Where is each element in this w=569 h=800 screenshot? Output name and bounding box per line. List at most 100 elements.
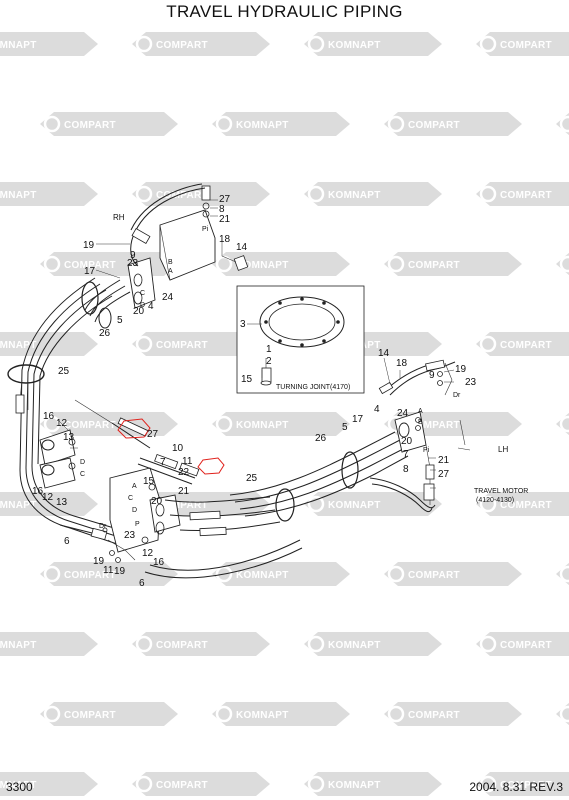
callout-1: 1: [266, 344, 272, 355]
callout-lh-19: 19: [455, 364, 467, 375]
callout-lh-27: 27: [438, 469, 450, 480]
watermark-tile: KOMNAPT: [554, 560, 569, 588]
note-pi-lh: Pi: [423, 447, 430, 454]
port-a-center: A: [132, 483, 137, 490]
page-number: 3300: [6, 780, 33, 794]
svg-text:KOMNAPT: KOMNAPT: [328, 780, 381, 791]
watermark-layer: KOMNAPT COMPART KOMNAPT COMPART COMPART KOMNA…: [0, 30, 569, 798]
watermark-tile: KOMNAPT: [210, 560, 352, 588]
callout-lh-23: 23: [465, 377, 477, 388]
svg-text:KOMNAPT: KOMNAPT: [328, 190, 381, 201]
svg-text:COMPART: COMPART: [156, 780, 208, 791]
callout-21: 21: [219, 214, 231, 225]
svg-text:KOMNAPT: KOMNAPT: [0, 500, 37, 511]
callout-2: 2: [266, 356, 272, 367]
svg-text:COMPART: COMPART: [500, 190, 552, 201]
callout-lh-26: 26: [315, 433, 327, 444]
callout-c-11b: 11: [103, 565, 114, 576]
svg-text:KOMNAPT: KOMNAPT: [0, 640, 37, 651]
highlight-hexagon-right: [197, 457, 225, 475]
watermark-tile: COMPART: [38, 560, 180, 588]
svg-text:KOMNAPT: KOMNAPT: [236, 420, 289, 431]
callout-c-6a: 6: [64, 536, 70, 547]
rh-valve-block: [127, 185, 249, 309]
callout-lh-21: 21: [438, 455, 450, 466]
watermark-tile: KOMNAPT: [554, 700, 569, 728]
watermark-tile: KOMNAPT: [210, 700, 352, 728]
callout-c-16c: 16: [153, 557, 165, 568]
note-turning-joint: TURNING JOINT(4170): [276, 384, 350, 391]
port-c-left: C: [80, 471, 85, 478]
lh-clamp-b: [341, 451, 359, 489]
callout-24: 24: [162, 292, 174, 303]
svg-text:COMPART: COMPART: [408, 710, 460, 721]
callout-c-10: 10: [172, 443, 184, 454]
callout-c-12b: 12: [42, 492, 54, 503]
svg-text:KOMNAPT: KOMNAPT: [0, 340, 37, 351]
callout-numbers: 27 8 21 18 14 19 23 9 17 24 4 20 5 26 25…: [32, 194, 477, 589]
callout-c-19a: 19: [93, 556, 105, 567]
watermark-tile: KOMNAPT: [554, 250, 569, 278]
svg-text:COMPART: COMPART: [500, 40, 552, 51]
watermark-tile: COMPART: [382, 410, 524, 438]
callout-4: 4: [148, 301, 154, 312]
callout-c-16b: 16: [32, 486, 44, 497]
drain-hoses: [59, 524, 136, 563]
callout-c-12c: 12: [142, 548, 154, 559]
callout-25: 25: [58, 366, 70, 377]
callout-c-13a: 13: [63, 432, 75, 443]
svg-text:COMPART: COMPART: [156, 40, 208, 51]
callout-c-27: 27: [147, 429, 159, 440]
watermark-tile: KOMNAPT: [0, 330, 100, 358]
callout-lh-5: 5: [342, 422, 348, 433]
callout-c-19b: 19: [114, 566, 126, 577]
watermark-tile: COMPART: [474, 330, 569, 358]
svg-text:COMPART: COMPART: [64, 710, 116, 721]
svg-text:COMPART: COMPART: [156, 500, 208, 511]
watermark-tile: KOMNAPT: [302, 630, 444, 658]
port-c-rh: C: [140, 290, 145, 297]
callout-c-21: 21: [178, 486, 190, 497]
watermark-tile: COMPART: [382, 700, 524, 728]
port-a-rh: A: [168, 268, 173, 275]
callout-lh-24: 24: [397, 408, 409, 419]
callout-leaders: [57, 199, 455, 489]
left-clamp: [7, 364, 45, 384]
svg-text:KOMNAPT: KOMNAPT: [328, 40, 381, 51]
callout-c-11: 11: [182, 456, 193, 467]
note-travel-motor: TRAVEL MOTOR: [474, 488, 528, 495]
watermark-tile: COMPART: [130, 30, 272, 58]
svg-text:KOMNAPT: KOMNAPT: [236, 570, 289, 581]
watermark-tile: COMPART: [130, 630, 272, 658]
lh-pilot-hose: [378, 359, 456, 396]
watermark-tile: KOMNAPT: [210, 110, 352, 138]
svg-text:KOMNAPT: KOMNAPT: [236, 260, 289, 271]
callout-lh-17: 17: [352, 414, 364, 425]
svg-text:COMPART: COMPART: [408, 260, 460, 271]
watermark-tile: KOMNAPT: [302, 770, 444, 798]
callout-c-23: 23: [124, 530, 136, 541]
svg-text:COMPART: COMPART: [64, 260, 116, 271]
watermark-tile: COMPART: [38, 110, 180, 138]
port-d-center: D: [132, 507, 137, 514]
callout-14: 14: [236, 242, 248, 253]
callout-c-15: 15: [143, 476, 155, 487]
note-lh: LH: [498, 445, 508, 454]
watermark-tile: KOMNAPT: [554, 110, 569, 138]
callout-lh-8: 8: [403, 464, 409, 475]
callout-lh-9: 9: [429, 370, 435, 381]
note-dr-lh: Dr: [453, 392, 461, 399]
watermark-tile: KOMNAPT: [302, 180, 444, 208]
svg-text:KOMNAPT: KOMNAPT: [0, 40, 37, 51]
callout-c-6b: 6: [139, 578, 145, 589]
svg-text:KOMNAPT: KOMNAPT: [0, 780, 37, 791]
watermark-tile: COMPART: [474, 770, 569, 798]
callout-5: 5: [117, 315, 123, 326]
revision-date: 2004. 8.31 REV.3: [469, 780, 563, 794]
callout-lh-14: 14: [378, 348, 390, 359]
svg-text:COMPART: COMPART: [500, 500, 552, 511]
watermark-tile: COMPART: [474, 490, 569, 518]
watermark-tile: COMPART: [130, 770, 272, 798]
svg-text:KOMNAPT: KOMNAPT: [236, 710, 289, 721]
svg-text:COMPART: COMPART: [408, 120, 460, 131]
